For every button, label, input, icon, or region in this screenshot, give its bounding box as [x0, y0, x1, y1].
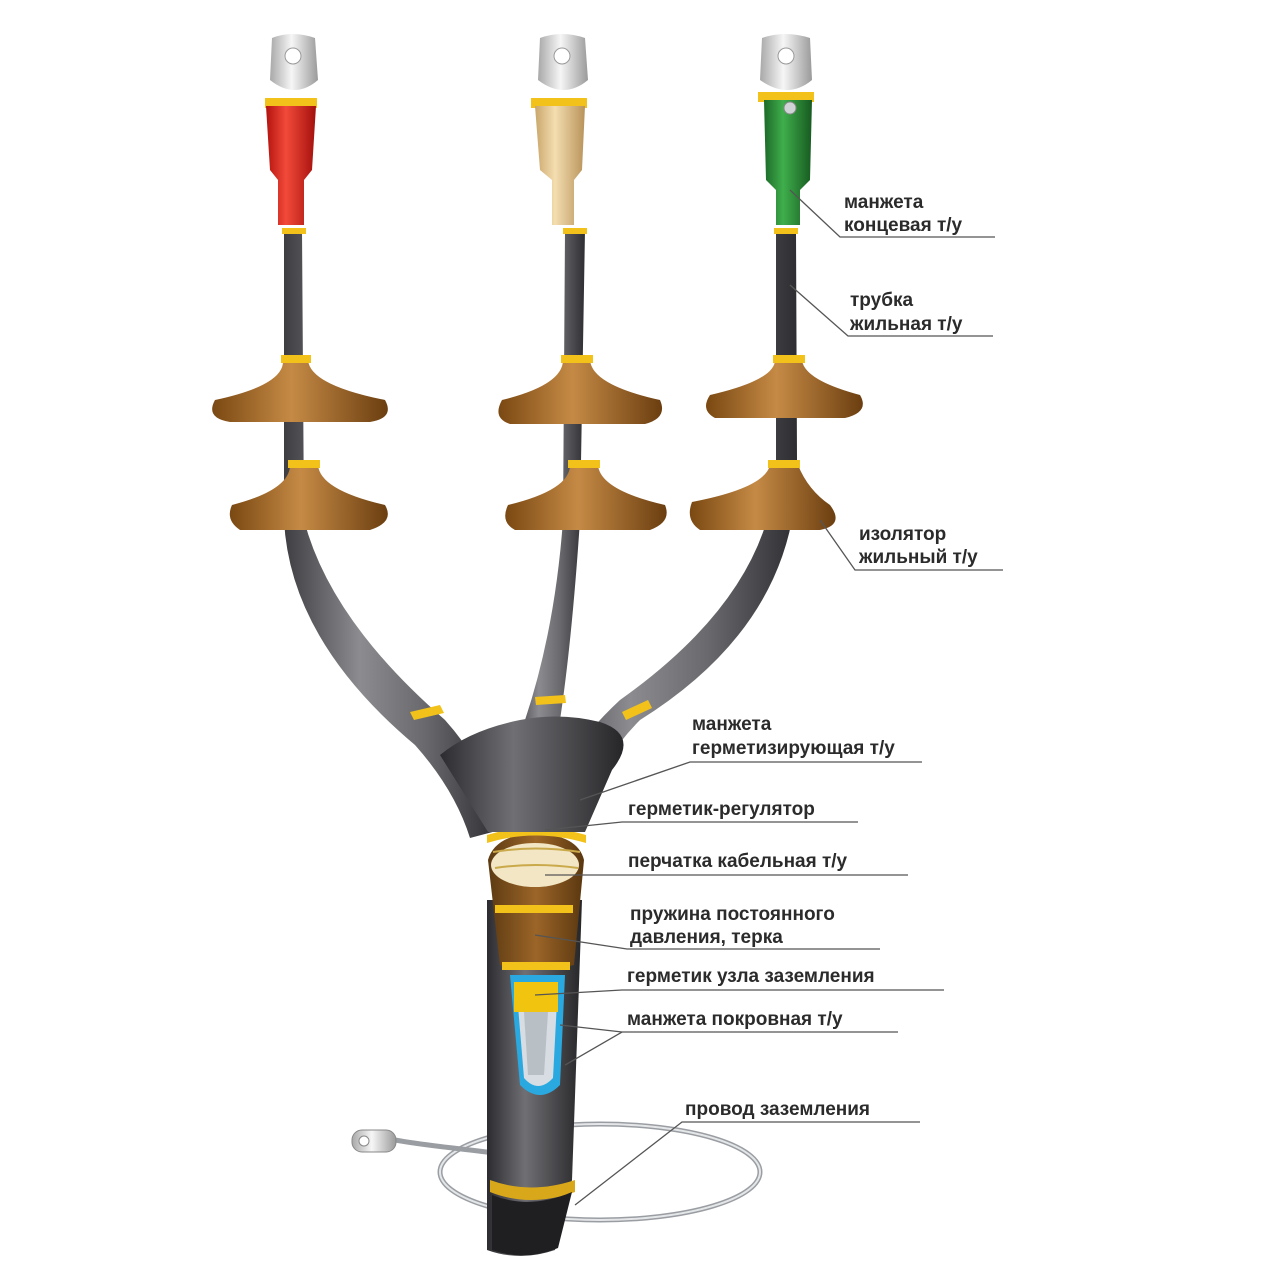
label-end-cuff-line1: манжета	[844, 192, 924, 213]
callout-labels: манжета концевая т/у трубка жильная т/у …	[627, 192, 978, 1120]
phase-3	[758, 34, 814, 225]
label-sealing-cuff-line1: манжета	[692, 714, 772, 735]
cable-glove	[487, 827, 586, 970]
label-core-tube-line1: трубка	[850, 290, 913, 311]
ground-wire	[351, 1121, 763, 1223]
label-spring-line2: давления, терка	[630, 927, 783, 948]
core-insulators	[212, 355, 863, 530]
label-spring-line1: пружина постоянного	[630, 904, 835, 925]
tape-bands	[282, 228, 798, 720]
label-core-tube-line2: жильная т/у	[849, 314, 963, 335]
phase-2	[531, 34, 588, 225]
label-core-insulator-line1: изолятор	[859, 524, 946, 545]
ground-wire-lug-icon	[351, 1129, 397, 1153]
label-sealant-regulator: герметик-регулятор	[628, 799, 815, 820]
label-cover-cuff: манжета покровная т/у	[627, 1009, 843, 1030]
label-core-insulator-line2: жильный т/у	[858, 547, 978, 568]
label-sealing-cuff-line2: герметизирующая т/у	[692, 738, 895, 759]
label-ground-wire: провод заземления	[685, 1099, 870, 1120]
label-end-cuff-line2: концевая т/у	[844, 215, 963, 236]
phase-1	[265, 34, 318, 225]
label-grounding-sealant: герметик узла заземления	[627, 966, 875, 987]
leader-lines	[534, 189, 1003, 1206]
label-cable-glove: перчатка кабельная т/у	[628, 851, 848, 872]
grounding-node-cutaway	[510, 975, 565, 1095]
